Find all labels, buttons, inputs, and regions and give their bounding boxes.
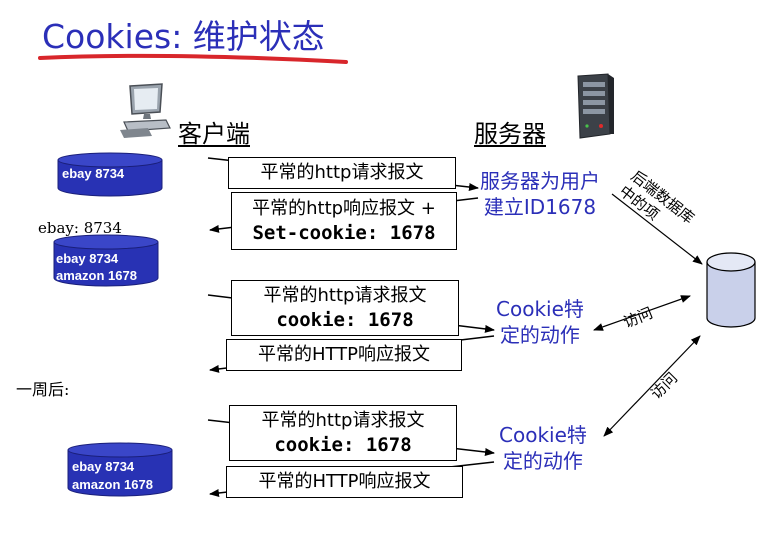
access-label-1: 访问 <box>621 304 656 332</box>
cookie-header: cookie: 1678 <box>276 309 414 331</box>
http-request-box-1: 平常的http请求报文 <box>228 157 456 189</box>
message-text: 平常的http请求报文 <box>263 285 427 306</box>
server-create-id-note: 服务器为用户 建立ID1678 <box>480 169 600 219</box>
http-request-box-2: 平常的http请求报文 cookie: 1678 <box>231 280 459 336</box>
cookie-file-1: ebay 8734 <box>56 152 164 198</box>
client-label: 客户端 <box>178 120 250 148</box>
database-icon <box>706 252 756 328</box>
message-text: 平常的http请求报文 <box>261 410 425 431</box>
server-icon <box>577 73 614 139</box>
cookie-entry: ebay 8734 <box>56 251 119 266</box>
cookie-file-2: ebay 8734 amazon 1678 <box>52 234 160 288</box>
http-response-box-1: 平常的http响应报文 + Set-cookie: 1678 <box>231 192 457 250</box>
access-arrow-1 <box>593 295 691 331</box>
http-response-box-2: 平常的HTTP响应报文 <box>226 339 462 371</box>
message-text: 平常的HTTP响应报文 <box>257 344 431 365</box>
cookie-file-3: ebay 8734 amazon 1678 <box>66 442 174 498</box>
title-underline <box>38 53 348 64</box>
cookie-entry: ebay 8734 <box>62 166 125 181</box>
db-entry-label: 后端数据库 中的项 <box>616 167 702 245</box>
cookie-action-note-2: Cookie特 定的动作 <box>499 423 587 473</box>
set-cookie-header: Set-cookie: 1678 <box>252 222 436 244</box>
page-title: Cookies: 维护状态 <box>42 17 325 56</box>
message-text: 平常的http请求报文 <box>260 162 424 183</box>
message-text: 平常的http响应报文 + <box>252 198 436 219</box>
cookie-entry: ebay 8734 <box>72 459 135 474</box>
http-request-box-3: 平常的http请求报文 cookie: 1678 <box>229 405 457 461</box>
server-label: 服务器 <box>474 120 546 148</box>
http-response-box-3: 平常的HTTP响应报文 <box>226 466 463 498</box>
create-entry-arrow <box>611 193 703 265</box>
message-text: 平常的HTTP响应报文 <box>258 471 431 492</box>
cookie-action-note-1: Cookie特 定的动作 <box>496 297 584 347</box>
cookie-file-note: ebay: 8734 <box>38 219 122 237</box>
cookie-header: cookie: 1678 <box>274 434 412 456</box>
computer-icon <box>120 83 171 138</box>
cookie-entry: amazon 1678 <box>56 268 137 283</box>
access-label-2: 访问 <box>647 369 681 403</box>
access-arrow-2 <box>603 335 701 437</box>
cookie-entry: amazon 1678 <box>72 477 153 492</box>
one-week-later-label: 一周后: <box>16 380 70 399</box>
